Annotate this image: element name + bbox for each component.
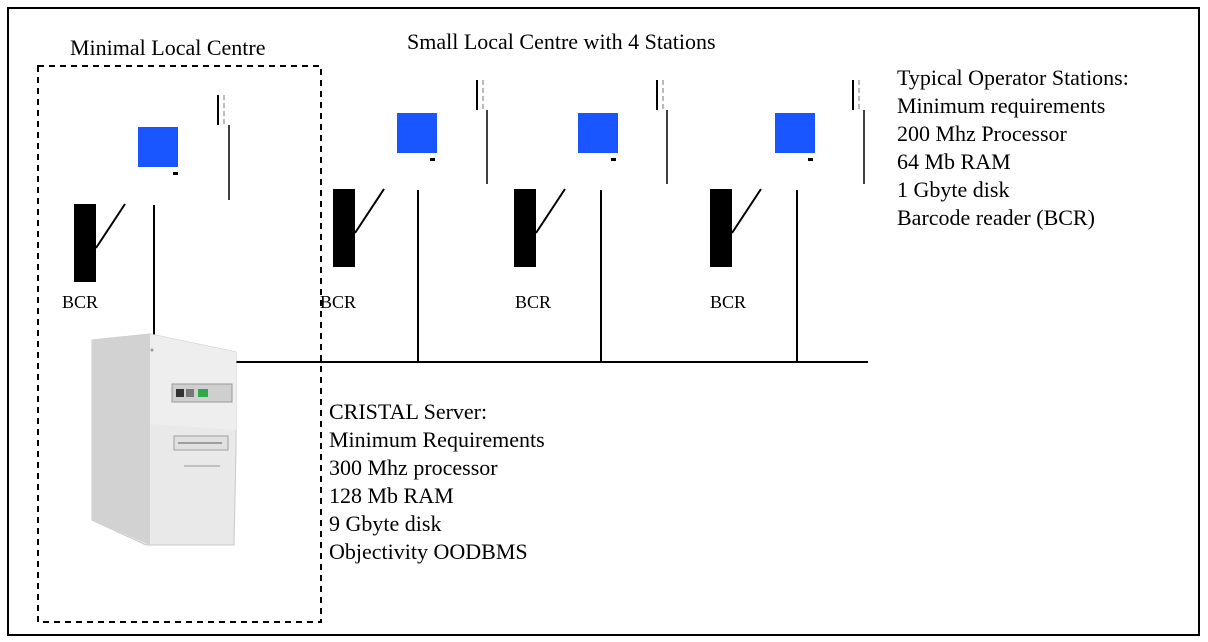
minimal-centre-title: Minimal Local Centre [70,35,266,60]
server-tower-icon [91,333,237,546]
monitor-stand-icon [173,172,178,175]
diagram-frame [7,7,1200,636]
station-minimal [74,95,230,336]
station-3 [710,80,865,362]
operator-spec-line: Minimum requirements [897,93,1106,118]
monitor-icon [775,113,815,153]
bcr-label: BCR [320,292,357,312]
barcode-reader-icon [514,189,536,267]
barcode-reader-icon [710,189,732,267]
minimal-centre-box [37,65,322,623]
station-1 [333,80,488,362]
monitor-icon [578,113,618,153]
bcr-label: BCR [710,292,747,312]
barcode-reader-icon [74,204,96,282]
operator-specs: Typical Operator Stations: Minimum requi… [897,64,1129,232]
barcode-reader-icon [333,189,355,267]
small-centre-title: Small Local Centre with 4 Stations [407,29,716,54]
bcr-label: BCR [515,292,552,312]
operator-spec-line: Barcode reader (BCR) [897,205,1095,230]
station-2 [514,80,668,362]
operator-spec-line: 64 Mb RAM [897,149,1011,174]
server-spec-line: 9 Gbyte disk [329,511,442,536]
server-spec-line: Objectivity OODBMS [329,539,528,564]
server-spec-line: Minimum Requirements [329,427,545,452]
bcr-label: BCR [62,292,99,312]
operator-spec-line: 200 Mhz Processor [897,121,1067,146]
server-spec-line: 128 Mb RAM [329,483,454,508]
server-specs: CRISTAL Server: Minimum Requirements 300… [329,398,545,566]
server-spec-line: CRISTAL Server: [329,399,488,424]
monitor-icon [138,127,178,167]
operator-spec-line: 1 Gbyte disk [897,177,1010,202]
monitor-icon [397,113,437,153]
server-spec-line: 300 Mhz processor [329,455,498,480]
operator-spec-line: Typical Operator Stations: [897,65,1129,90]
